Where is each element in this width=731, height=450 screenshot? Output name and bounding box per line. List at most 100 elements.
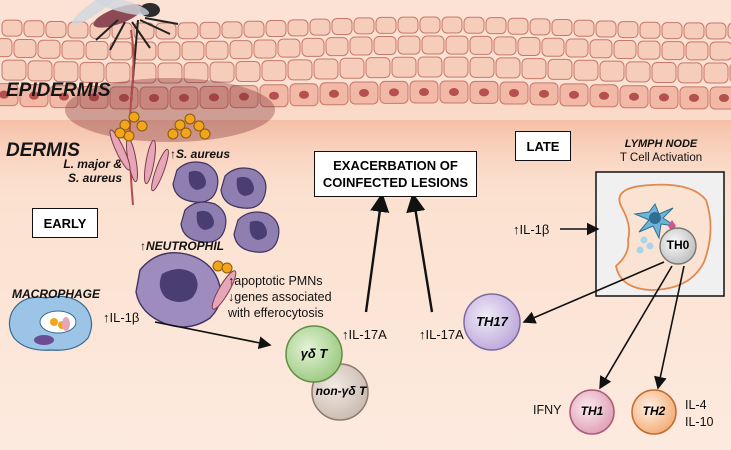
skin-cell-nucleus [239, 92, 249, 101]
parasite-in-neutrophil [211, 270, 237, 310]
skin-cell [261, 60, 287, 82]
exacerbation-line1: EXACERBATION OF [333, 158, 458, 173]
skin-cell-nucleus [359, 88, 369, 97]
skin-cell-nucleus [509, 89, 519, 98]
skin-cell-nucleus [0, 90, 9, 99]
skin-cell [441, 16, 463, 34]
epidermis-label: EPIDERMIS [6, 80, 111, 101]
parasite-icon [151, 148, 169, 192]
parasite-icon [109, 129, 131, 171]
skin-cell [421, 35, 445, 55]
th2-label: TH2 [642, 404, 666, 418]
il17a-left-label: ↑IL-17A [342, 327, 387, 342]
skin-cell [349, 36, 373, 56]
efferocytosis-genes-text: ↓genes associated [228, 290, 332, 304]
efferocytosis-text: with efferocytosis [228, 306, 324, 320]
skin-cell [573, 59, 599, 81]
neutrophil-label: ↑NEUTROPHIL [140, 239, 224, 253]
parasite-icon [144, 139, 156, 185]
skin-cell [709, 41, 731, 61]
skin-cell [637, 40, 661, 60]
coinfection-label-line1: L. major & [63, 157, 122, 171]
skin-cell [287, 19, 309, 37]
th0-cell [659, 227, 697, 265]
skin-cell [331, 17, 353, 35]
dendritic-cell [633, 202, 676, 240]
skin-cell [235, 60, 261, 82]
skin-cell [353, 17, 375, 35]
skin-cell-nucleus [119, 93, 129, 102]
skin-cell [313, 58, 339, 80]
skin-cell [495, 57, 521, 79]
skin-cell [613, 40, 637, 60]
gamma-delta-t-cell [285, 325, 343, 383]
skin-cell [485, 17, 507, 35]
th2-cytokines: IL-4 IL-10 [685, 397, 714, 431]
arrow-il17a-left [364, 192, 390, 313]
skin-cell [205, 40, 229, 60]
skin-cell [547, 58, 573, 80]
skin-cell [397, 35, 421, 55]
dermis-label: DERMIS [6, 140, 80, 161]
skin-cell [181, 41, 205, 61]
skin-cell [703, 62, 729, 84]
skin-cell [419, 16, 441, 34]
bacterium-icon [184, 113, 196, 125]
apoptotic-bacteria [212, 260, 233, 274]
skin-cell [79, 61, 105, 83]
skin-cell [265, 20, 287, 38]
skin-cell [661, 41, 685, 61]
skin-cell [651, 61, 677, 83]
s-aureus-label: ↑S. aureus [170, 147, 231, 161]
gamma-delta-label: γδ T [300, 346, 328, 361]
lymph-node-subtitle: T Cell Activation [619, 152, 703, 164]
coinfection-label: L. major & S. aureus [24, 157, 122, 185]
th0-label: TH0 [666, 238, 690, 252]
bacterium-icon [136, 120, 148, 132]
skin-cell [727, 22, 731, 40]
inflamed-zone [65, 78, 275, 142]
skin-cell [445, 35, 469, 55]
skin-cell-nucleus [269, 91, 279, 100]
bacterium-icon [114, 127, 126, 139]
skin-cell [685, 41, 709, 61]
skin-cell [0, 38, 13, 58]
skin-cell [391, 56, 417, 78]
skin-cell [589, 39, 613, 59]
skin-cell [277, 38, 301, 58]
skin-cell [85, 40, 109, 60]
arrow-th0-to-th17 [522, 261, 665, 324]
il4-label: IL-4 [685, 398, 707, 412]
skin-cell [521, 58, 547, 80]
bacterium-icon [199, 128, 211, 140]
skin-cell-nucleus [299, 90, 309, 99]
skin-cell-nucleus [329, 89, 339, 98]
skin-cell-nucleus [419, 88, 429, 97]
s-aureus-bacteria [114, 111, 211, 142]
skin-cell [469, 35, 493, 55]
skin-cell-nucleus [659, 93, 669, 102]
apoptotic-pmns-text: ↑apoptotic PMNs [228, 274, 323, 288]
skin-cell-nucleus [719, 93, 729, 102]
non-gamma-delta-label: non-γδ T [315, 384, 367, 398]
skin-cell [221, 21, 243, 39]
ifny-label: IFNY [533, 403, 562, 417]
skin-cell [573, 19, 595, 37]
skin-cell [541, 37, 565, 57]
arrow-th0-to-th2 [654, 265, 685, 390]
skin-cell [1, 19, 23, 37]
skin-cell [209, 61, 235, 83]
skin-cell [617, 21, 639, 39]
exacerbation-line2: COINFECTED LESIONS [322, 175, 469, 190]
neutrophil-effects: ↑apoptotic PMNs ↓genes associated with e… [228, 273, 332, 321]
il10-label: IL-10 [685, 415, 714, 429]
skin-cell [705, 22, 727, 40]
bacterium-icon [174, 119, 186, 131]
skin-cell [639, 21, 661, 39]
th2-cell [631, 389, 677, 435]
th17-label: TH17 [476, 314, 508, 329]
il17a-right-label: ↑IL-17A [419, 327, 464, 342]
skin-cell-nucleus [449, 88, 459, 97]
skin-cell [661, 22, 683, 40]
